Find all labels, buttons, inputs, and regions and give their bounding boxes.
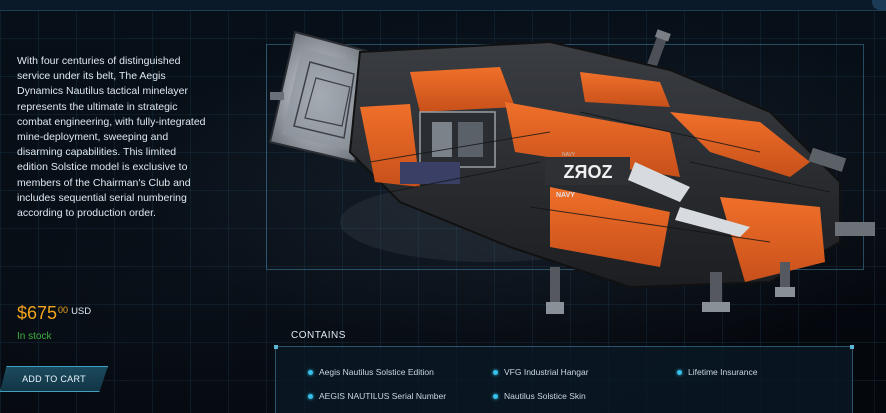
contains-item: Aegis Nautilus Solstice Edition — [308, 367, 434, 377]
contains-item-label: Aegis Nautilus Solstice Edition — [319, 367, 434, 377]
hull-marking-small: NAVY — [562, 152, 576, 158]
product-description: With four centuries of distinguished ser… — [17, 55, 206, 220]
contains-item-label: AEGIS NAUTILUS Serial Number — [319, 391, 447, 401]
contains-title: CONTAINS — [291, 330, 346, 341]
contains-item: AEGIS NAUTILUS Serial Number — [308, 391, 446, 401]
stock-status: In stock — [17, 331, 52, 342]
contains-item-label: VFG Industrial Hangar — [504, 367, 589, 377]
hull-marking: NAVY — [556, 192, 575, 199]
bullet-icon — [308, 393, 313, 399]
contains-item: Lifetime Insurance — [677, 367, 757, 377]
top-bar-notch — [872, 0, 886, 10]
svg-text:ZЯOZ: ZЯOZ — [564, 162, 613, 182]
contains-item-label: Lifetime Insurance — [688, 367, 758, 377]
price-dollars: $675 — [17, 303, 58, 323]
ship-dish — [268, 30, 372, 164]
contains-item-label: Nautilus Solstice Skin — [504, 391, 586, 401]
bullet-icon — [677, 369, 682, 375]
bullet-icon — [308, 369, 313, 375]
contains-item: VFG Industrial Hangar — [493, 367, 589, 377]
top-bar — [0, 0, 886, 11]
contains-item: Nautilus Solstice Skin — [493, 391, 586, 401]
bullet-icon — [493, 369, 498, 375]
bullet-icon — [493, 393, 498, 399]
add-to-cart-button[interactable]: ADD TO CART — [0, 366, 108, 392]
price-currency: USD — [71, 306, 92, 317]
ship-image: ZЯOZ NAVY NAVY — [268, 29, 875, 314]
price-cents: 00 — [58, 305, 69, 315]
contains-panel: Aegis Nautilus Solstice Edition VFG Indu… — [274, 345, 854, 413]
